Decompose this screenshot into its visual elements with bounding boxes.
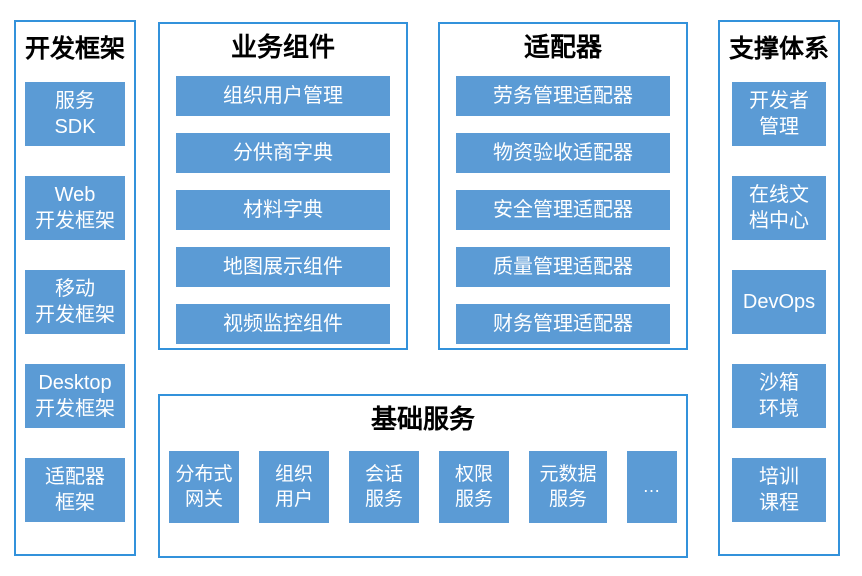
panel-business-components: 业务组件 组织用户管理 分供商字典 材料字典 地图展示组件 视频监控组件 [158, 22, 408, 350]
box-org-user: 组织 用户 [259, 451, 329, 524]
box-permission-service: 权限 服务 [439, 451, 509, 524]
panel-adapters: 适配器 劳务管理适配器 物资验收适配器 安全管理适配器 质量管理适配器 财务管理… [438, 22, 688, 350]
panel-title-basic-services: 基础服务 [370, 404, 475, 434]
adapters-items: 劳务管理适配器 物资验收适配器 安全管理适配器 质量管理适配器 财务管理适配器 [440, 76, 686, 345]
panel-support-system: 支撑体系 开发者 管理 在线文 档中心 DevOps 沙箱 环境 培训 课程 [718, 20, 840, 556]
box-material-dictionary: 材料字典 [176, 190, 390, 231]
dev-framework-items: 服务 SDK Web 开发框架 移动 开发框架 Desktop 开发框架 适配器… [16, 82, 134, 522]
box-map-display-component: 地图展示组件 [176, 247, 390, 288]
basic-services-items: 分布式 网关 组织 用户 会话 服务 权限 服务 元数据 服务 … [160, 451, 686, 524]
box-mobile-dev-framework: 移动 开发框架 [25, 270, 125, 334]
panel-title-dev-framework: 开发框架 [24, 35, 125, 63]
panel-dev-framework: 开发框架 服务 SDK Web 开发框架 移动 开发框架 Desktop 开发框… [14, 20, 136, 556]
box-supplier-dictionary: 分供商字典 [176, 133, 390, 174]
box-adapter-framework: 适配器 框架 [25, 458, 125, 522]
box-desktop-dev-framework: Desktop 开发框架 [25, 364, 125, 428]
panel-title-business-components: 业务组件 [230, 32, 335, 62]
box-devops: DevOps [732, 270, 826, 334]
panel-title-adapters: 适配器 [523, 32, 602, 62]
box-training-courses: 培训 课程 [732, 458, 826, 522]
box-quality-management-adapter: 质量管理适配器 [456, 247, 670, 288]
box-online-doc-center: 在线文 档中心 [732, 176, 826, 240]
box-metadata-service: 元数据 服务 [529, 451, 607, 524]
box-service-sdk: 服务 SDK [25, 82, 125, 146]
box-sandbox-environment: 沙箱 环境 [732, 364, 826, 428]
box-video-monitor-component: 视频监控组件 [176, 304, 390, 345]
box-more-services: … [627, 451, 677, 524]
panel-title-support-system: 支撑体系 [728, 35, 829, 63]
box-finance-management-adapter: 财务管理适配器 [456, 304, 670, 345]
panel-basic-services: 基础服务 分布式 网关 组织 用户 会话 服务 权限 服务 元数据 服务 … [158, 394, 688, 558]
box-web-dev-framework: Web 开发框架 [25, 176, 125, 240]
box-developer-management: 开发者 管理 [732, 82, 826, 146]
box-material-acceptance-adapter: 物资验收适配器 [456, 133, 670, 174]
box-org-user-management: 组织用户管理 [176, 76, 390, 117]
box-safety-management-adapter: 安全管理适配器 [456, 190, 670, 231]
box-labor-management-adapter: 劳务管理适配器 [456, 76, 670, 117]
box-session-service: 会话 服务 [349, 451, 419, 524]
box-distributed-gateway: 分布式 网关 [169, 451, 239, 524]
business-components-items: 组织用户管理 分供商字典 材料字典 地图展示组件 视频监控组件 [160, 76, 406, 345]
support-system-items: 开发者 管理 在线文 档中心 DevOps 沙箱 环境 培训 课程 [720, 82, 838, 522]
